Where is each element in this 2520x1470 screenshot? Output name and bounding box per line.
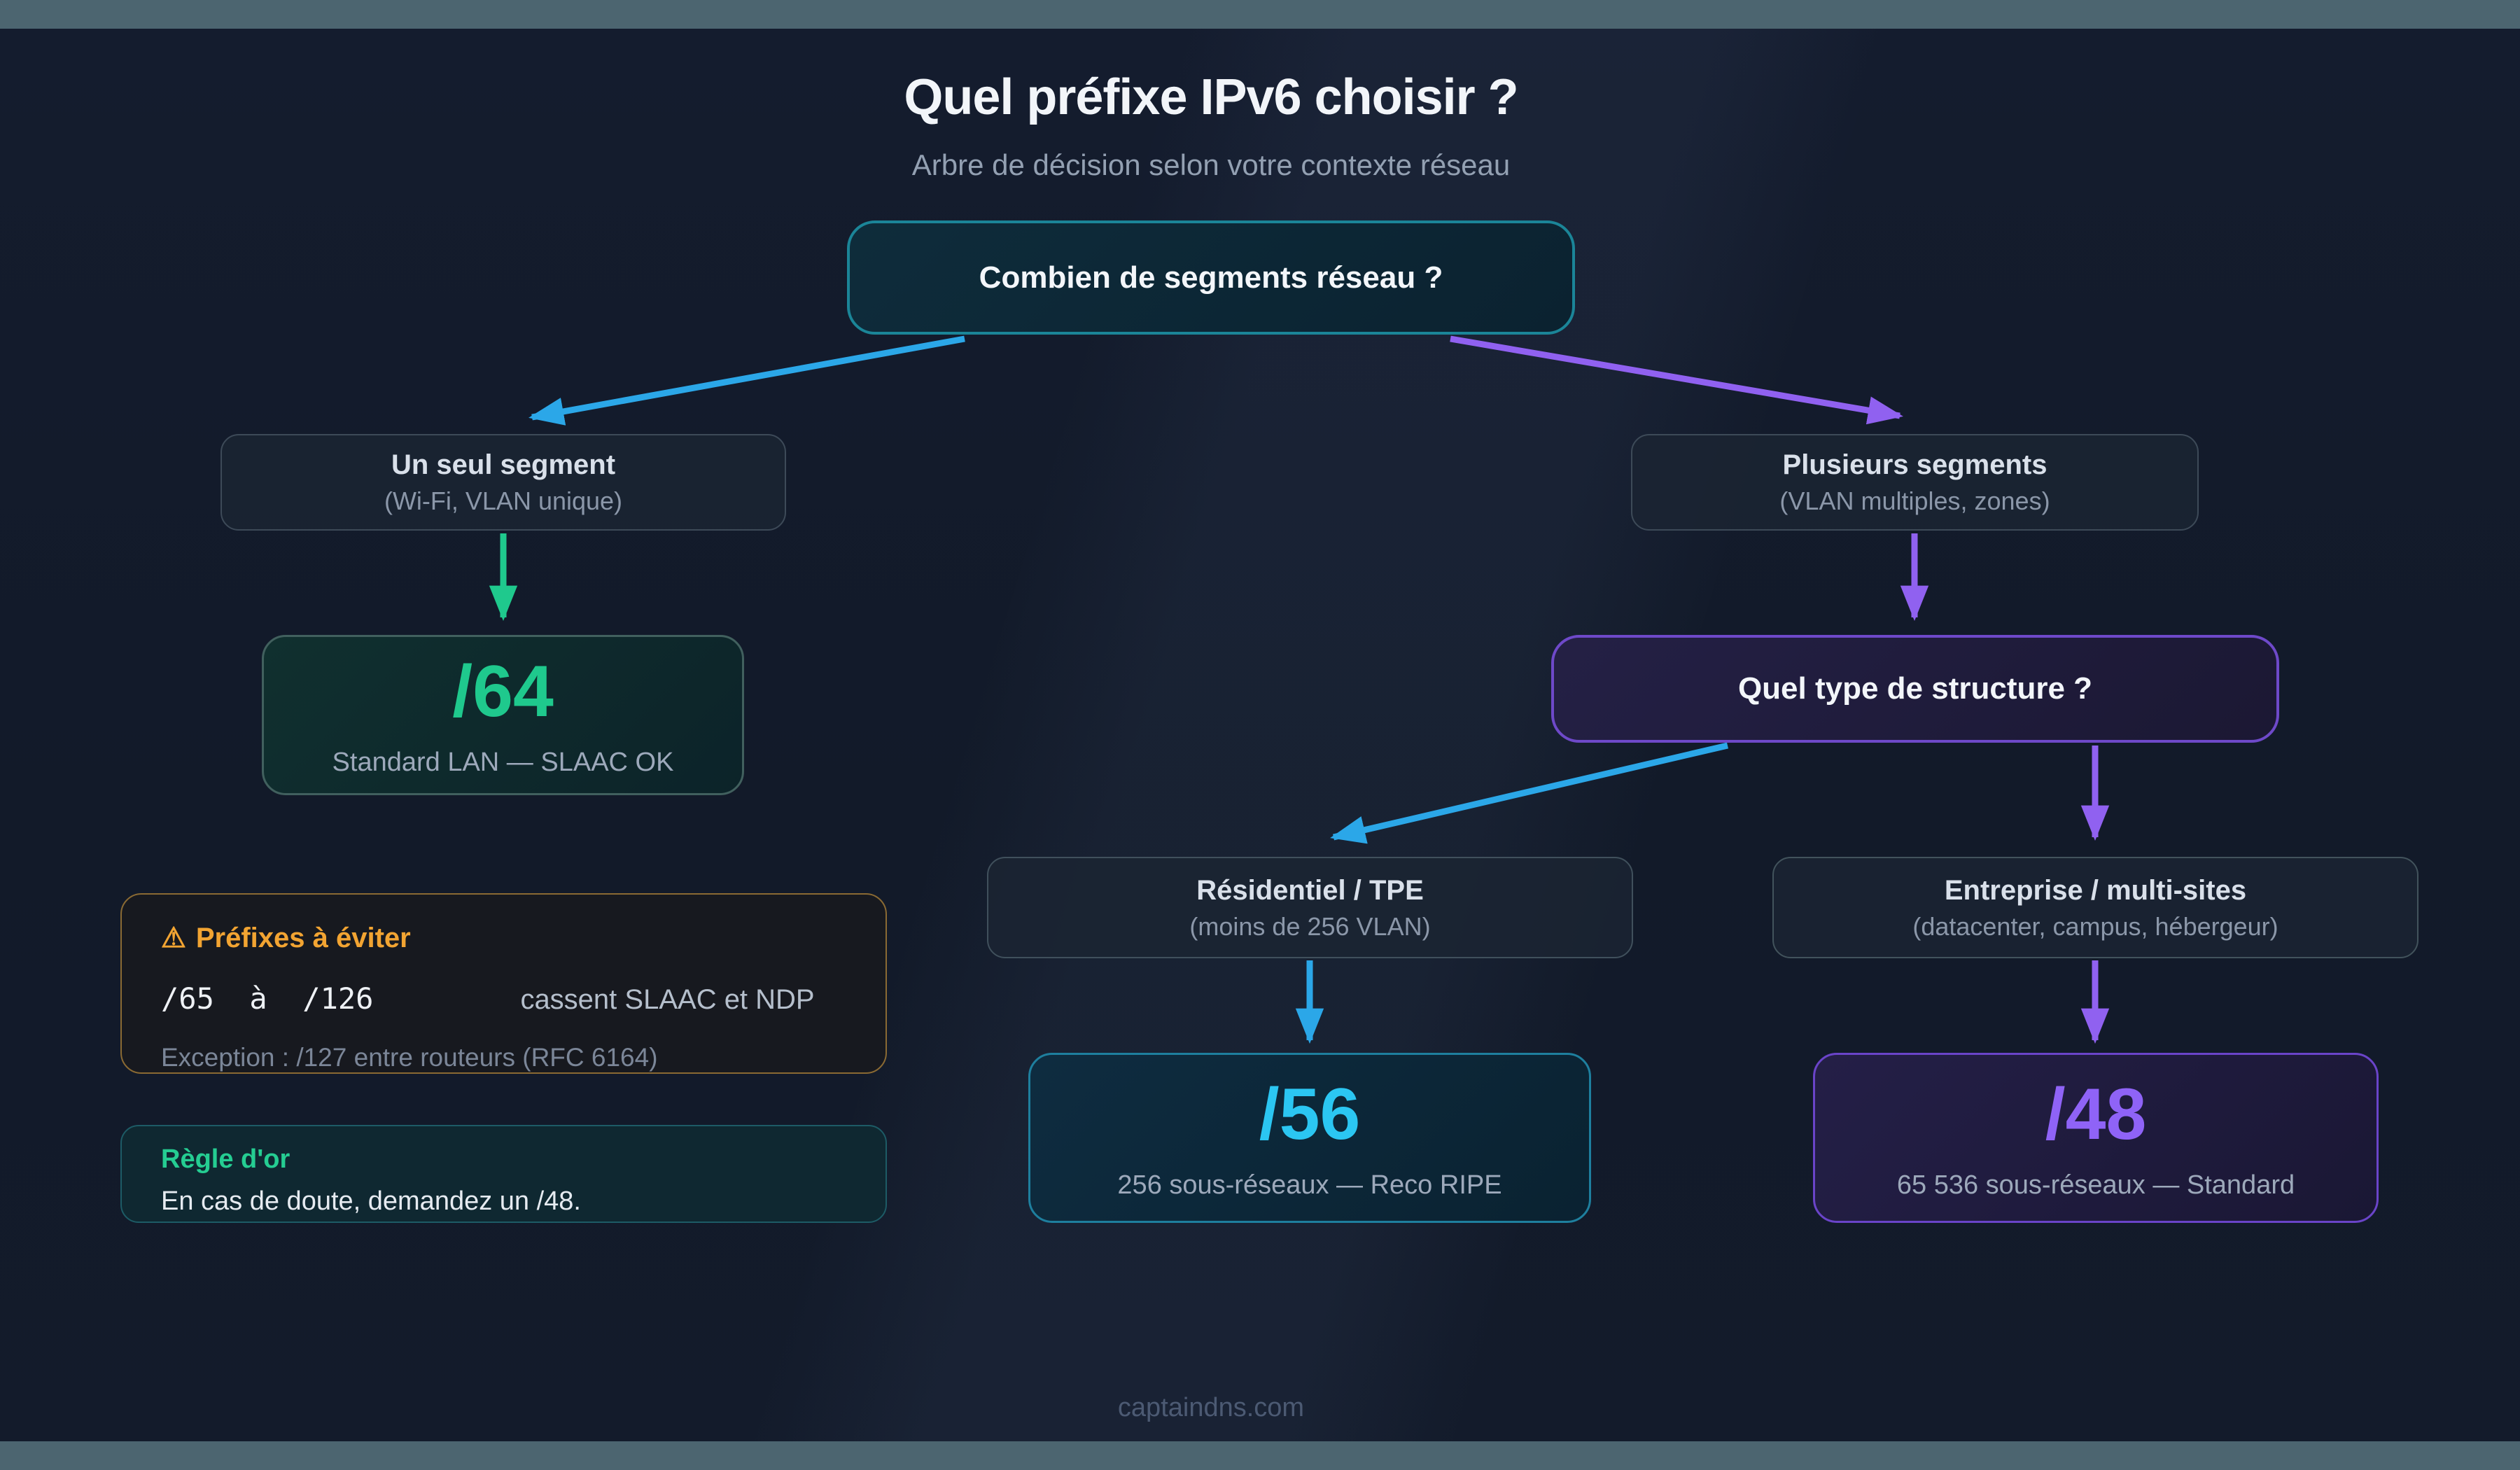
branch-title: Un seul segment <box>391 449 616 481</box>
golden-rule-body: En cas de doute, demandez un /48. <box>161 1186 581 1216</box>
prefix-value: /56 <box>1259 1073 1361 1155</box>
prefix-value: /64 <box>452 650 554 732</box>
branch-title: Entreprise / multi-sites <box>1944 874 2247 906</box>
node-branch-residential: Résidentiel / TPE (moins de 256 VLAN) <box>987 857 1633 958</box>
callout-avoid-title-text: Préfixes à éviter <box>195 923 411 953</box>
page-subtitle: Arbre de décision selon votre contexte r… <box>911 148 1511 181</box>
branch-subtitle: (Wi-Fi, VLAN unique) <box>384 486 623 516</box>
node-root-question: Combien de segments réseau ? <box>847 220 1575 335</box>
prefix-description: Standard LAN — SLAAC OK <box>332 747 674 777</box>
golden-rule-title: Règle d'or <box>161 1144 290 1174</box>
node-branch-multi-segments: Plusieurs segments (VLAN multiples, zone… <box>1631 434 2199 531</box>
node-result-64: /64 Standard LAN — SLAAC OK <box>262 635 744 795</box>
node-branch-enterprise: Entreprise / multi-sites (datacenter, ca… <box>1772 857 2418 958</box>
bottom-frame-bar <box>0 1441 2520 1470</box>
edge-root-to-single <box>528 335 965 426</box>
prefix-description: 256 sous-réseaux — Reco RIPE <box>1117 1170 1502 1200</box>
warning-icon: ⚠ <box>161 923 186 953</box>
edge-root-to-multi <box>1450 335 1903 425</box>
branch-subtitle: (datacenter, campus, hébergeur) <box>1912 911 2278 941</box>
edge-structure-to-residential <box>1330 742 1729 844</box>
branch-title: Résidentiel / TPE <box>1196 874 1424 906</box>
branch-subtitle: (VLAN multiples, zones) <box>1779 486 2050 516</box>
node-result-48: /48 65 536 sous-réseaux — Standard <box>1813 1053 2379 1223</box>
top-frame-bar <box>0 0 2520 29</box>
prefix-value: /48 <box>2045 1073 2147 1155</box>
node-root-question-label: Combien de segments réseau ? <box>979 260 1443 295</box>
callout-golden-rule: Règle d'or En cas de doute, demandez un … <box>120 1125 887 1223</box>
callout-prefixes-to-avoid: ⚠ Préfixes à éviter /65 à /126 cassent SL… <box>120 893 887 1074</box>
node-result-56: /56 256 sous-réseaux — Reco RIPE <box>1028 1053 1591 1223</box>
node-branch-single-segment: Un seul segment (Wi-Fi, VLAN unique) <box>220 434 786 531</box>
callout-avoid-range-row: /65 à /126 cassent SLAAC et NDP <box>161 984 846 1014</box>
footer-site-url: captaindns.com <box>1117 1393 1305 1422</box>
branch-title: Plusieurs segments <box>1782 449 2047 481</box>
avoid-exception-note: Exception : /127 entre routeurs (RFC 616… <box>161 1043 658 1072</box>
callout-avoid-title: ⚠ Préfixes à éviter <box>161 924 846 952</box>
avoid-range-value: /65 à /126 <box>161 981 374 1016</box>
prefix-description: 65 536 sous-réseaux — Standard <box>1896 1170 2295 1200</box>
branch-subtitle: (moins de 256 VLAN) <box>1189 911 1431 941</box>
page-title: Quel préfixe IPv6 choisir ? <box>904 69 1518 125</box>
node-structure-question: Quel type de structure ? <box>1551 635 2279 743</box>
avoid-consequence: cassent SLAAC et NDP <box>520 984 815 1015</box>
node-structure-question-label: Quel type de structure ? <box>1737 671 2093 706</box>
